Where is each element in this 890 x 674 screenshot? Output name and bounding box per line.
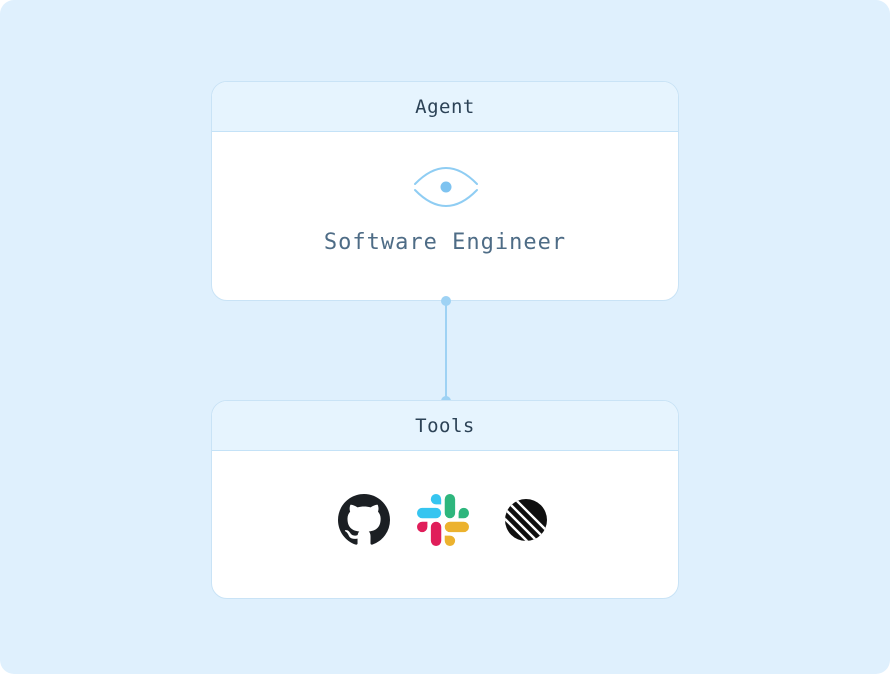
linear-icon[interactable] <box>500 494 552 546</box>
agent-role-label: Software Engineer <box>323 230 567 255</box>
tools-card[interactable]: Tools <box>211 400 679 599</box>
slack-icon[interactable] <box>417 494 469 546</box>
agent-card-body: Software Engineer <box>212 132 678 300</box>
github-icon[interactable] <box>338 494 390 546</box>
agent-card-header: Agent <box>212 82 678 132</box>
agent-card[interactable]: Agent Software Engineer <box>211 81 679 301</box>
tools-card-body <box>212 451 678 598</box>
eye-icon <box>414 167 478 207</box>
tools-card-header: Tools <box>212 401 678 451</box>
